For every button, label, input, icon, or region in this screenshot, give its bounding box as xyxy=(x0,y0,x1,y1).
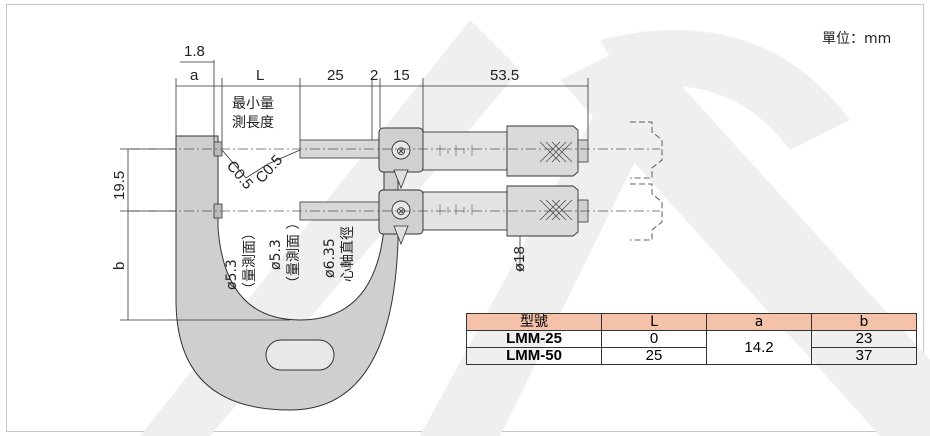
col-header-L: L xyxy=(601,313,707,331)
table-header-row: 型號 L a b xyxy=(466,313,917,331)
spec-table: 型號 L a b LMM-25 0 14.2 23 LMM-50 25 37 xyxy=(466,313,917,365)
ratchet-top xyxy=(577,139,589,163)
face2-label: （量測面 ） xyxy=(286,216,302,290)
frame-grip-oval xyxy=(265,339,335,371)
dim-a: a xyxy=(190,67,199,84)
clamp-knob-bottom xyxy=(391,200,411,220)
clamp-knob-top xyxy=(391,140,411,160)
dim-25: 25 xyxy=(327,67,344,84)
table-row: LMM-50 25 37 xyxy=(466,347,917,365)
dim-53-5: 53.5 xyxy=(490,67,519,84)
dim-L: L xyxy=(256,67,264,84)
dim-19-5: 19.5 xyxy=(111,171,128,200)
thimble-bottom xyxy=(506,185,579,237)
face1-dia: ø5.3 xyxy=(224,259,240,290)
clamp-mark-top: ⊗ xyxy=(396,144,406,158)
face1-label: （量測面） xyxy=(242,226,258,296)
col-header-b: b xyxy=(811,313,917,331)
thimble-top xyxy=(506,125,579,177)
min-length-line1: 最小量 xyxy=(232,96,274,112)
chamfer-right: C0.5 xyxy=(252,152,286,187)
min-length-line2: 測長度 xyxy=(232,115,274,131)
col-header-model: 型號 xyxy=(466,313,602,331)
cell-model: LMM-25 xyxy=(466,330,602,348)
shaft-dia: ø6.35 xyxy=(322,238,338,278)
dim-1-8: 1.8 xyxy=(184,43,205,60)
cell-L: 0 xyxy=(601,330,707,348)
shaft-label: 心軸直徑 xyxy=(339,226,356,282)
table-row: LMM-25 0 14.2 23 xyxy=(466,330,917,365)
dim-dia18: ø18 xyxy=(511,246,528,272)
unit-label: 單位：mm xyxy=(822,31,892,47)
face2-dia: ø5.3 xyxy=(268,239,284,270)
frame-body xyxy=(175,135,399,411)
cell-model: LMM-50 xyxy=(466,347,602,365)
cell-a: 14.2 xyxy=(706,330,812,365)
col-header-a: a xyxy=(706,313,812,331)
dim-b: b xyxy=(111,262,128,270)
cell-L: 25 xyxy=(601,347,707,365)
cell-b: 37 xyxy=(811,347,917,365)
dim-15: 15 xyxy=(393,67,410,84)
cell-b: 23 xyxy=(811,330,917,348)
dim-2: 2 xyxy=(370,67,378,84)
sleeve-top xyxy=(422,131,508,171)
